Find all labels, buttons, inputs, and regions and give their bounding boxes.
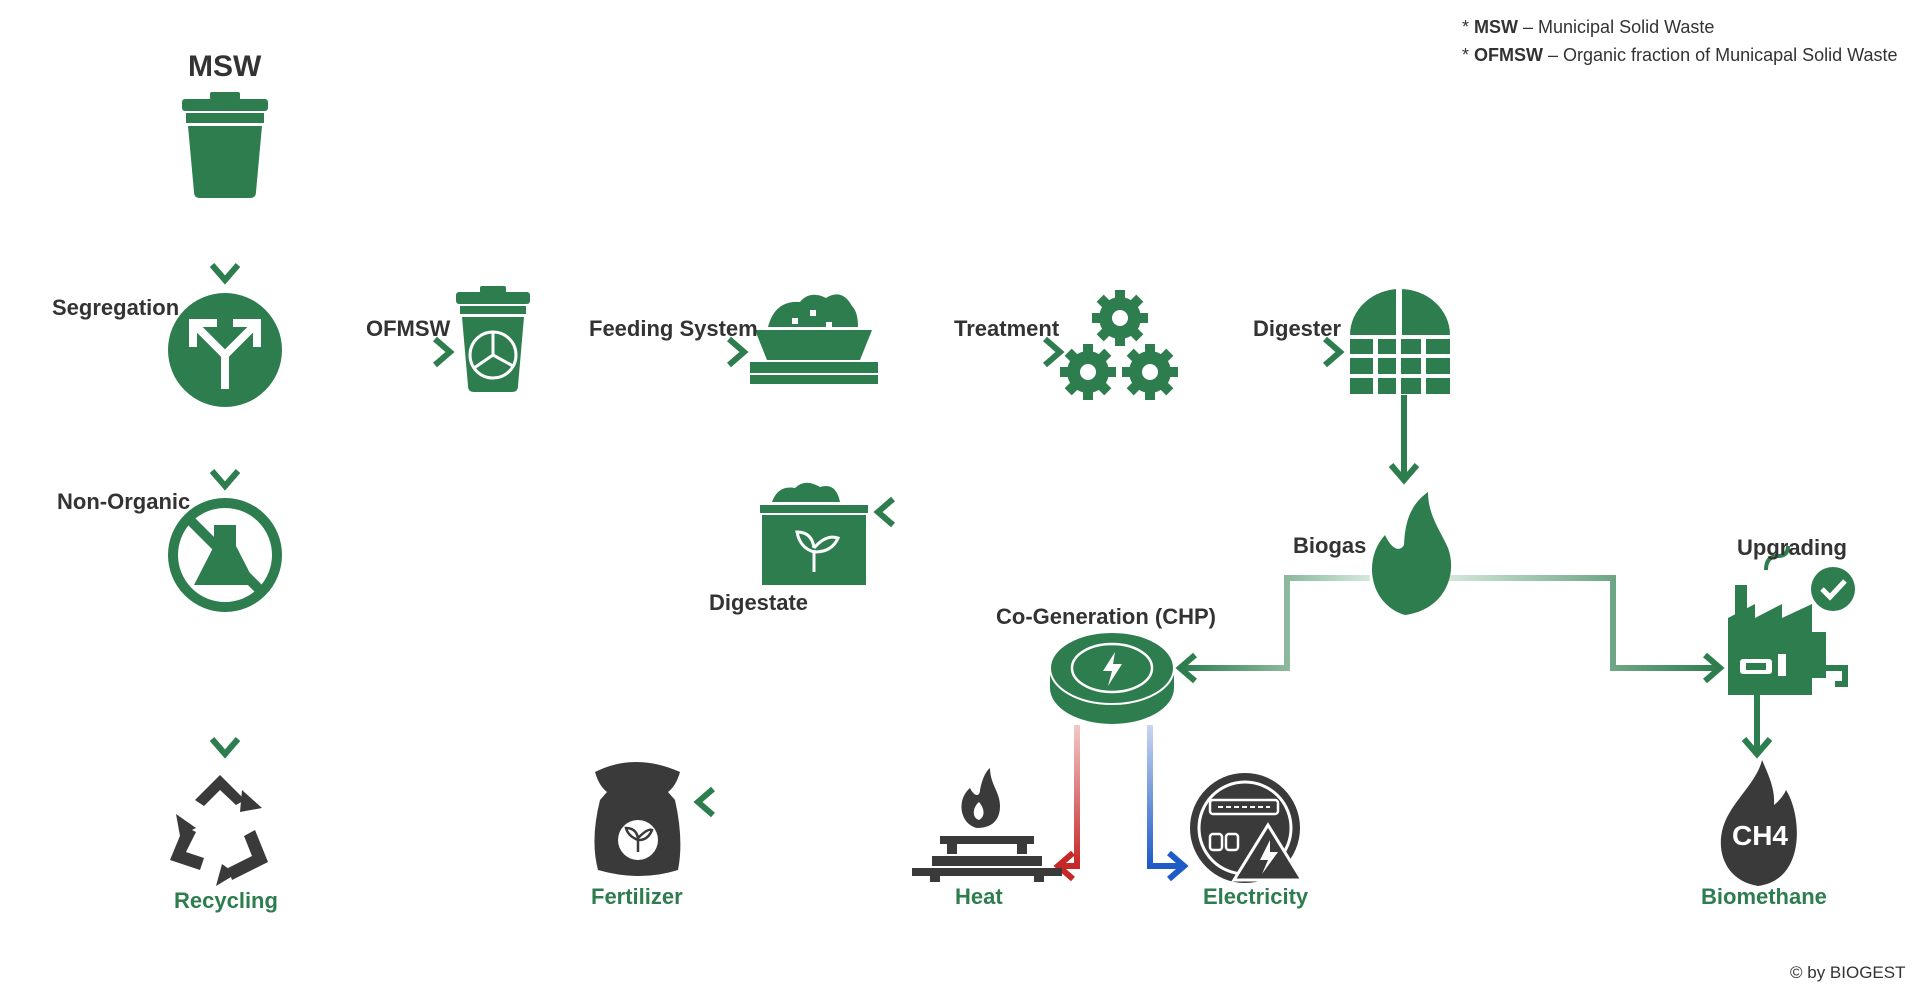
organic-bin-icon [456, 286, 530, 392]
ofmsw-label: OFMSW [366, 316, 451, 341]
arrow-chp-electricity [1147, 725, 1182, 869]
gears-icon [1060, 290, 1178, 400]
recycling-label: Recycling [174, 888, 278, 913]
arrowhead-nonorganic [209, 469, 241, 491]
arrowhead-upgrading [1703, 652, 1725, 684]
no-chemicals-icon [168, 498, 282, 612]
gas-burner-icon [912, 768, 1062, 882]
heat-label: Heat [955, 884, 1003, 909]
electricity-label: Electricity [1203, 884, 1309, 909]
arrowhead-ofmsw [433, 336, 455, 368]
legend-abbr: MSW [1474, 17, 1519, 37]
recycle-icon [170, 775, 268, 886]
biomethane-label: Biomethane [1701, 884, 1827, 909]
arrowhead-recycling [209, 737, 241, 759]
flame-icon [1371, 492, 1452, 615]
arrowhead-feeding [727, 336, 749, 368]
power-meter-icon [1190, 773, 1305, 883]
legend-prefix: * [1462, 17, 1475, 37]
legend-line-ofmsw: * OFMSW – Organic fraction of Municapal … [1462, 45, 1898, 66]
arrow-chp-heat [1060, 725, 1080, 869]
chp-unit-icon [1049, 631, 1175, 724]
legend-desc: – Municipal Solid Waste [1518, 17, 1715, 37]
split-arrow-icon [168, 293, 282, 407]
trash-bin-icon [182, 92, 268, 198]
arrowhead-heat [1053, 850, 1075, 882]
arrowhead-chp [1175, 652, 1197, 684]
arrowhead-electricity [1167, 850, 1189, 882]
feeding-system-label: Feeding System [589, 316, 758, 341]
ch4-flame-icon: CH4 [1720, 760, 1797, 886]
ch4-formula: CH4 [1732, 820, 1788, 851]
feeding-hopper-icon [750, 294, 878, 384]
legend-prefix: * [1462, 45, 1475, 65]
arrow-biogas-upgrading [1445, 575, 1718, 671]
fertilizer-label: Fertilizer [591, 884, 683, 909]
treatment-label: Treatment [954, 316, 1060, 341]
arrowhead-treatment [1043, 336, 1065, 368]
arrowhead-fertilizer [693, 786, 715, 818]
legend-desc: – Organic fraction of Municapal Solid Wa… [1543, 45, 1898, 65]
connectors [209, 200, 1773, 882]
chp-label: Co-Generation (CHP) [996, 604, 1216, 629]
biogas-label: Biogas [1293, 533, 1367, 558]
digester-label: Digester [1253, 316, 1342, 341]
digestate-label: Digestate [709, 590, 809, 615]
legend-line-msw: * MSW – Municipal Solid Waste [1462, 17, 1714, 38]
fertilizer-sack-icon [594, 762, 681, 876]
factory-check-icon [1728, 545, 1855, 695]
non-organic-label: Non-Organic [57, 489, 191, 514]
arrowhead-segregation [209, 263, 241, 285]
plant-container-icon [760, 482, 868, 585]
legend-abbr: OFMSW [1474, 45, 1544, 65]
segregation-label: Segregation [52, 295, 180, 320]
upgrading-label: Upgrading [1737, 535, 1847, 560]
copyright: © by BIOGEST [1790, 963, 1906, 982]
arrowhead-digester [1323, 336, 1345, 368]
arrow-biogas-chp [1182, 575, 1370, 671]
arrowhead-biogas [1388, 463, 1420, 485]
digester-dome-icon [1350, 289, 1450, 394]
arrowhead-digestate [873, 496, 895, 528]
arrowhead-biomethane [1741, 737, 1773, 759]
msw-label: MSW [188, 50, 262, 83]
